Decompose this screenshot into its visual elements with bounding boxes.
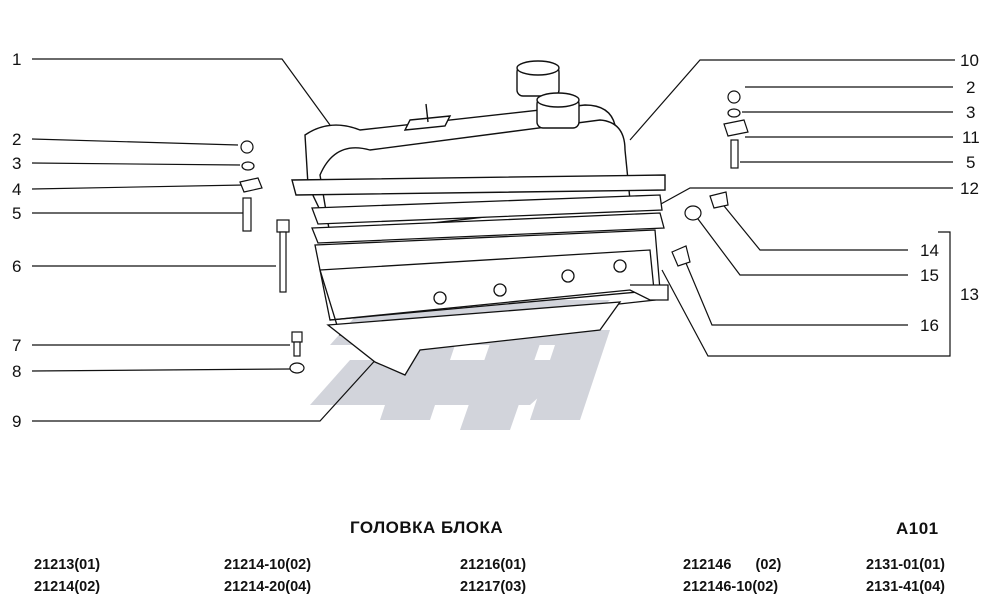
model-code: 2131-41(04) — [866, 579, 945, 595]
callout-7: 7 — [12, 336, 22, 355]
model-code: 212146 (02) — [683, 557, 782, 573]
callout-2-right: 2 — [966, 78, 976, 97]
left-fasteners — [239, 140, 305, 374]
callout-6: 6 — [12, 257, 22, 276]
sheet-code: A101 — [896, 519, 939, 538]
model-code: 2131-01(01) — [866, 557, 945, 573]
cylinder-head — [311, 194, 669, 376]
callout-12: 12 — [960, 179, 979, 198]
callout-3-left: 3 — [12, 154, 22, 173]
callout-16: 16 — [920, 316, 939, 335]
callout-4: 4 — [12, 180, 22, 199]
callout-8: 8 — [12, 362, 22, 381]
model-code: 21216(01) — [460, 557, 527, 573]
model-code: 21214-10(02) — [224, 557, 312, 573]
callout-5-left: 5 — [12, 204, 22, 223]
callout-2-left: 2 — [12, 130, 22, 149]
model-code: 212146-10(02) — [683, 579, 779, 595]
diagram-title: ГОЛОВКА БЛОКА — [350, 518, 504, 537]
callout-3-right: 3 — [966, 103, 976, 122]
leader-lines — [31, 58, 955, 422]
callout-1: 1 — [12, 50, 22, 69]
right-fasteners — [671, 90, 749, 267]
callout-10: 10 — [960, 51, 979, 70]
model-code: 21214-20(04) — [224, 579, 312, 595]
callout-14: 14 — [920, 241, 939, 260]
callout-11: 11 — [962, 128, 980, 147]
model-code: 21214(02) — [34, 579, 101, 595]
callout-9: 9 — [12, 412, 22, 431]
callout-5-right: 5 — [966, 153, 976, 172]
model-code: 21213(01) — [34, 557, 101, 573]
model-code: 21217(03) — [460, 579, 527, 595]
callout-15: 15 — [920, 266, 939, 285]
callout-13: 13 — [960, 285, 979, 304]
